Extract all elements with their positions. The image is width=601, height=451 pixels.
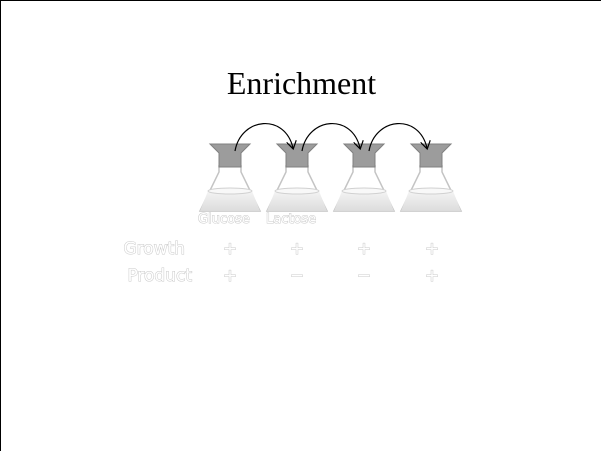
product-value-flask-2: − <box>289 266 305 287</box>
row-label-product: Product <box>127 266 193 287</box>
row-label-growth: Growth <box>123 239 186 260</box>
product-value-flask-1: + <box>222 266 238 287</box>
growth-value-flask-2: + <box>289 239 305 260</box>
flask-2 <box>265 143 329 212</box>
transfer-arrow-1 <box>234 123 293 152</box>
transfer-arrow-3 <box>368 123 427 152</box>
product-value-flask-3: − <box>356 266 372 287</box>
flask-label-lactose: Lactose <box>265 212 317 228</box>
flask-3 <box>332 143 396 212</box>
flask-4 <box>399 143 463 212</box>
product-value-flask-4: + <box>424 266 440 287</box>
slide-title: Enrichment <box>226 65 377 101</box>
transfer-arrow-2 <box>301 123 360 152</box>
growth-value-flask-4: + <box>424 239 440 260</box>
flask-label-glucose: Glucose <box>198 212 251 228</box>
growth-value-flask-3: + <box>356 239 372 260</box>
flask-1 <box>198 143 262 212</box>
growth-value-flask-1: + <box>222 239 238 260</box>
